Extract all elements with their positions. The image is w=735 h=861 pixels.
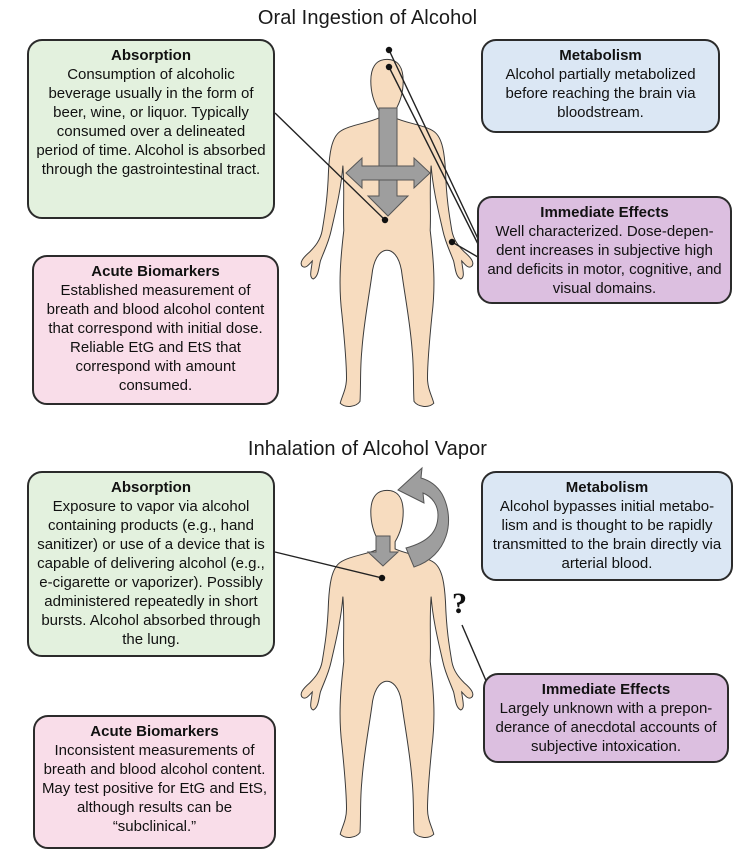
vapor-immediate-effects-title: Immediate Effects xyxy=(491,680,721,699)
vapor-acute-biomarkers-box: Acute Biomarkers Inconsistent measuremen… xyxy=(33,715,276,849)
oral-metabolism-title: Metabolism xyxy=(489,46,712,65)
oral-acute-biomarkers-box: Acute Biomarkers Established measurement… xyxy=(32,255,279,405)
oral-brain-dot xyxy=(386,47,392,53)
question-mark-icon: ? xyxy=(452,587,467,621)
oral-immediate-effects-box: Immediate Effects Well characterized. Do… xyxy=(477,196,732,304)
vapor-immediate-effects-box: Immediate Effects Largely unknown with a… xyxy=(483,673,729,763)
oral-hand-dot xyxy=(449,239,455,245)
oral-absorption-text: Consumption of alcoholic beverage usuall… xyxy=(35,65,267,179)
oral-metabolism-box: Metabolism Alcohol partially metabolized… xyxy=(481,39,720,133)
vapor-metabolism-box: Metabolism Alcohol bypasses initial meta… xyxy=(481,471,733,581)
vapor-section-title: Inhalation of Alcohol Vapor xyxy=(0,438,735,461)
oral-section-title: Oral Ingestion of Alcohol xyxy=(0,7,735,30)
vapor-acute-biomarkers-text: Inconsistent measurements of breath and … xyxy=(41,741,268,836)
vapor-lung-dot xyxy=(379,575,385,581)
oral-immediate-effects-title: Immediate Effects xyxy=(485,203,724,222)
vapor-immediate-effects-text: Largely unknown with a prepon-derance of… xyxy=(491,699,721,756)
oral-acute-biomarkers-text: Established measurement of breath and bl… xyxy=(40,281,271,395)
oral-absorption-title: Absorption xyxy=(35,46,267,65)
vapor-absorption-title: Absorption xyxy=(35,478,267,497)
oral-acute-biomarkers-title: Acute Biomarkers xyxy=(40,262,271,281)
vapor-acute-biomarkers-title: Acute Biomarkers xyxy=(41,722,268,741)
vapor-absorption-text: Exposure to vapor via alcohol containing… xyxy=(35,497,267,649)
oral-brain-dot-2 xyxy=(386,64,392,70)
vapor-effects-connector xyxy=(462,625,487,683)
oral-metabolism-text: Alcohol partially metabolized before rea… xyxy=(489,65,712,122)
vapor-metabolism-title: Metabolism xyxy=(489,478,725,497)
oral-absorption-box: Absorption Consumption of alcoholic beve… xyxy=(27,39,275,219)
oral-stomach-dot xyxy=(382,217,388,223)
oral-immediate-effects-text: Well characterized. Dose-depen-dent incr… xyxy=(485,222,724,298)
vapor-absorption-box: Absorption Exposure to vapor via alcohol… xyxy=(27,471,275,657)
vapor-metabolism-text: Alcohol bypasses initial metabo-lism and… xyxy=(489,497,725,573)
